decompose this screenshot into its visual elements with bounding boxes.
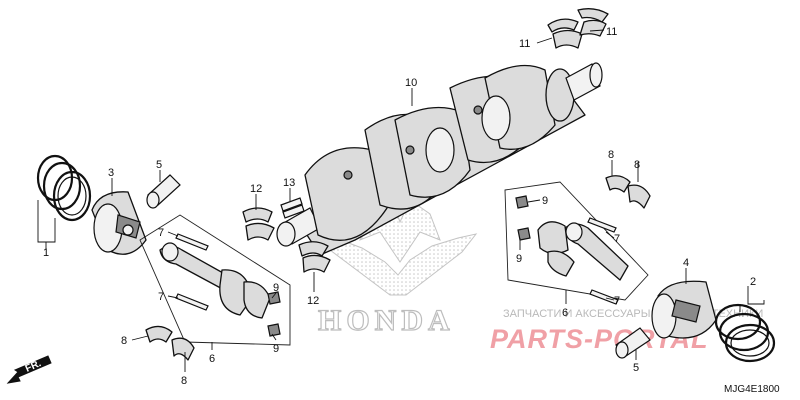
piston-right: [651, 280, 717, 339]
rod-bearings-left: [145, 325, 195, 361]
piston-rings-left: [36, 154, 92, 222]
callout-8-d[interactable]: 8: [634, 159, 640, 171]
callout-7-d[interactable]: 7: [614, 295, 620, 307]
callout-7-a[interactable]: 7: [158, 227, 164, 239]
callout-11-a[interactable]: 11: [519, 38, 530, 50]
callout-7-c[interactable]: 7: [614, 233, 620, 245]
callout-8-a[interactable]: 8: [121, 335, 127, 347]
callout-9-b[interactable]: 9: [273, 343, 279, 355]
fr-arrow-icon: [6, 355, 52, 384]
callout-6-left[interactable]: 6: [209, 353, 215, 365]
callout-8-c[interactable]: 8: [608, 149, 614, 161]
rod-bearings-right: [605, 175, 651, 209]
diagram-code: MJG4E1800: [724, 384, 780, 395]
callout-5-right[interactable]: 5: [633, 362, 639, 374]
callout-12-a[interactable]: 12: [250, 183, 262, 195]
thrust-parts: [242, 197, 331, 273]
callout-3[interactable]: 3: [108, 167, 114, 179]
crankshaft: [276, 62, 603, 256]
piston-rings-right: [714, 303, 776, 363]
piston-pin-right: [615, 327, 651, 359]
callout-4[interactable]: 4: [683, 257, 689, 269]
leader-lines: [37, 29, 765, 372]
honda-wordmark: HONDA: [318, 304, 455, 337]
connecting-rod-left: [139, 214, 291, 346]
piston-left: [91, 191, 147, 255]
main-bearings-11: [547, 8, 609, 49]
callout-12-b[interactable]: 12: [307, 295, 319, 307]
callout-9-a[interactable]: 9: [273, 282, 279, 294]
callout-1[interactable]: 1: [43, 247, 49, 259]
callout-9-d[interactable]: 9: [516, 253, 522, 265]
callout-11-b[interactable]: 11: [606, 26, 617, 38]
piston-pin-left: [146, 174, 181, 209]
callout-6-right[interactable]: 6: [562, 307, 568, 319]
callout-7-b[interactable]: 7: [158, 291, 164, 303]
callouts: 1 2 3 4 5 5 6 6 7 7 7 7 8 8 8 8 9 9 9 9 …: [43, 26, 756, 387]
callout-13[interactable]: 13: [283, 177, 295, 189]
callout-9-c[interactable]: 9: [542, 195, 548, 207]
callout-2[interactable]: 2: [750, 276, 756, 288]
front-direction-arrow: FR.: [6, 355, 52, 384]
callout-10[interactable]: 10: [405, 77, 417, 89]
callout-5-left[interactable]: 5: [156, 159, 162, 171]
connecting-rod-right: [504, 181, 649, 305]
callout-8-b[interactable]: 8: [181, 375, 187, 387]
parts-portal-watermark: ЗАПЧАСТИ И АКСЕССУАРЫ ДЛЯ МОТОТЕХНИКИ PA…: [490, 308, 763, 354]
